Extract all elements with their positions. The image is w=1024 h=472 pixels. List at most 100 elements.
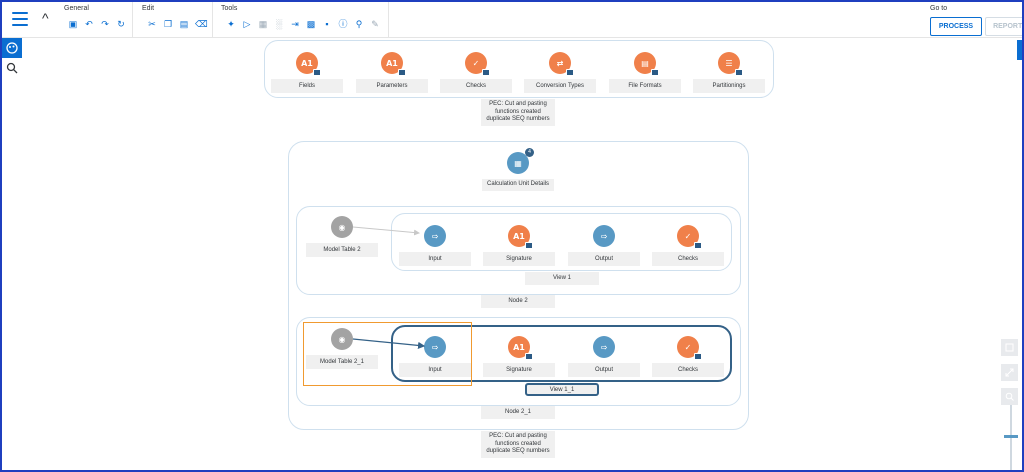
cut-icon[interactable]: ✂ bbox=[148, 19, 156, 29]
zoom-handle[interactable] bbox=[1004, 435, 1018, 438]
edit-pencil-icon[interactable]: ✎ bbox=[371, 19, 379, 29]
a1-icon: A1 bbox=[381, 52, 406, 76]
checks-node[interactable]: ✓ Checks bbox=[440, 52, 512, 93]
signature-label-2: Signature bbox=[483, 363, 555, 377]
run-icon[interactable]: ▷ bbox=[243, 19, 251, 29]
delete-icon[interactable]: ⌫ bbox=[195, 19, 208, 29]
database-icon: ◉ bbox=[331, 216, 353, 238]
collapse-toolbar-icon[interactable]: ^ bbox=[42, 10, 49, 26]
copy-icon[interactable]: ❐ bbox=[163, 19, 173, 29]
conversion-icon: ⇄ bbox=[549, 52, 574, 76]
layers-icon[interactable]: ▩ bbox=[306, 19, 316, 29]
parameters-node[interactable]: A1 Parameters bbox=[356, 52, 428, 93]
checks-label: Checks bbox=[440, 79, 512, 93]
view-1-1-label[interactable]: View 1_1 bbox=[525, 383, 599, 396]
output-label-2: Output bbox=[568, 363, 640, 377]
check-icon: ✓ bbox=[677, 225, 702, 249]
chart-icon[interactable]: ░ bbox=[275, 19, 283, 29]
node-2-label[interactable]: Node 2 bbox=[481, 295, 555, 308]
zoom-in-icon[interactable] bbox=[1001, 388, 1018, 405]
input-label: Input bbox=[399, 252, 471, 266]
magic-wand-icon[interactable]: ✦ bbox=[227, 19, 235, 29]
toolbar-separator bbox=[388, 2, 389, 38]
output-icon: ⇨ bbox=[593, 225, 615, 247]
undo-icon[interactable]: ↶ bbox=[85, 19, 93, 29]
toolbar: ^ General ▣ ↶ ↷ ↻ Edit ✂ ❐ ▤ ⌫ Tools ✦ ▷… bbox=[2, 2, 1024, 38]
calculation-unit-node[interactable]: ▦ 4 Calculation Unit Details bbox=[482, 148, 554, 191]
general-group-label: General bbox=[64, 5, 89, 12]
node-2-1-box bbox=[296, 317, 741, 406]
file-format-icon: ▤ bbox=[634, 52, 659, 76]
input-label-2: Input bbox=[399, 363, 471, 377]
input-node[interactable]: ⇨ Input bbox=[399, 225, 471, 266]
parameters-label: Parameters bbox=[356, 79, 428, 93]
check-icon: ✓ bbox=[677, 336, 702, 360]
partitionings-node[interactable]: ☰ Partitionings bbox=[693, 52, 765, 93]
save-icon[interactable]: ▣ bbox=[68, 19, 78, 29]
file-formats-label: File Formats bbox=[609, 79, 681, 93]
export-icon[interactable]: ⇥ bbox=[291, 19, 299, 29]
output-node-2[interactable]: ⇨ Output bbox=[568, 336, 640, 377]
model-table-2-1-label: Model Table 2_1 bbox=[306, 355, 378, 369]
goto-group-label: Go to bbox=[930, 5, 948, 12]
left-rail bbox=[2, 38, 22, 82]
hierarchy-icon[interactable]: ▪ bbox=[325, 19, 329, 29]
checks-step-label: Checks bbox=[652, 252, 724, 266]
palette-icon[interactable] bbox=[2, 38, 22, 58]
signature-node-2[interactable]: A1 Signature bbox=[483, 336, 555, 377]
fields-node[interactable]: A1 Fields bbox=[271, 52, 343, 93]
output-icon: ⇨ bbox=[593, 336, 615, 358]
search-icon[interactable] bbox=[2, 58, 22, 78]
check-icon: ✓ bbox=[465, 52, 490, 76]
process-button[interactable]: PROCESS bbox=[930, 17, 982, 36]
output-node[interactable]: ⇨ Output bbox=[568, 225, 640, 266]
grid-icon[interactable]: ▦ bbox=[258, 19, 268, 29]
toolbar-separator bbox=[212, 2, 213, 38]
fields-label: Fields bbox=[271, 79, 343, 93]
model-table-2-node[interactable]: ◉ Model Table 2 bbox=[306, 216, 378, 257]
input-icon: ⇨ bbox=[424, 336, 446, 358]
a1-icon: A1 bbox=[508, 336, 533, 360]
checks-step-label-2: Checks bbox=[652, 363, 724, 377]
signature-node[interactable]: A1 Signature bbox=[483, 225, 555, 266]
node-2-1-label[interactable]: Node 2_1 bbox=[481, 406, 555, 419]
conversion-types-label: Conversion Types bbox=[524, 79, 596, 93]
model-table-2-label: Model Table 2 bbox=[306, 243, 378, 257]
calculation-unit-label: Calculation Unit Details bbox=[482, 179, 554, 191]
database-icon: ◉ bbox=[331, 328, 353, 350]
checks-step-node[interactable]: ✓ Checks bbox=[652, 225, 724, 266]
pec-note-top: PEC: Cut and pasting functions created d… bbox=[481, 99, 555, 126]
input-node-2[interactable]: ⇨ Input bbox=[399, 336, 471, 377]
edit-group-label: Edit bbox=[142, 5, 155, 12]
right-panel-toggle[interactable] bbox=[1017, 40, 1024, 60]
a1-icon: A1 bbox=[296, 52, 321, 76]
menu-icon[interactable] bbox=[12, 12, 28, 26]
conversion-types-node[interactable]: ⇄ Conversion Types bbox=[524, 52, 596, 93]
output-label: Output bbox=[568, 252, 640, 266]
toolbar-separator bbox=[132, 2, 133, 38]
redo-icon[interactable]: ↷ bbox=[101, 19, 109, 29]
info-icon[interactable]: ⓘ bbox=[338, 19, 348, 29]
pec-note-bottom: PEC: Cut and pasting functions created d… bbox=[481, 431, 555, 458]
file-formats-node[interactable]: ▤ File Formats bbox=[609, 52, 681, 93]
reports-button[interactable]: REPORTS bbox=[985, 17, 1024, 36]
view-1-label[interactable]: View 1 bbox=[525, 272, 599, 285]
signature-label: Signature bbox=[483, 252, 555, 266]
fit-to-screen-icon[interactable] bbox=[1001, 339, 1018, 356]
checks-step-node-2[interactable]: ✓ Checks bbox=[652, 336, 724, 377]
expand-icon[interactable] bbox=[1001, 364, 1018, 381]
view-1-1-box-selected[interactable] bbox=[391, 325, 732, 382]
paste-icon[interactable]: ▤ bbox=[179, 19, 189, 29]
model-table-2-1-node[interactable]: ◉ Model Table 2_1 bbox=[306, 328, 378, 369]
partitionings-label: Partitionings bbox=[693, 79, 765, 93]
selection-highlight bbox=[303, 322, 472, 386]
partition-icon: ☰ bbox=[718, 52, 743, 76]
canvas: A1 Fields A1 Parameters ✓ Checks ⇄ Conve… bbox=[22, 38, 1018, 470]
a1-icon: A1 bbox=[508, 225, 533, 249]
view-1-box bbox=[391, 213, 732, 271]
tools-group-label: Tools bbox=[221, 5, 238, 12]
table-grid-icon: ▦ 4 bbox=[507, 148, 534, 174]
refresh-icon[interactable]: ↻ bbox=[117, 19, 125, 29]
count-badge: 4 bbox=[525, 148, 534, 157]
find-icon[interactable]: ⚲ bbox=[355, 19, 363, 29]
